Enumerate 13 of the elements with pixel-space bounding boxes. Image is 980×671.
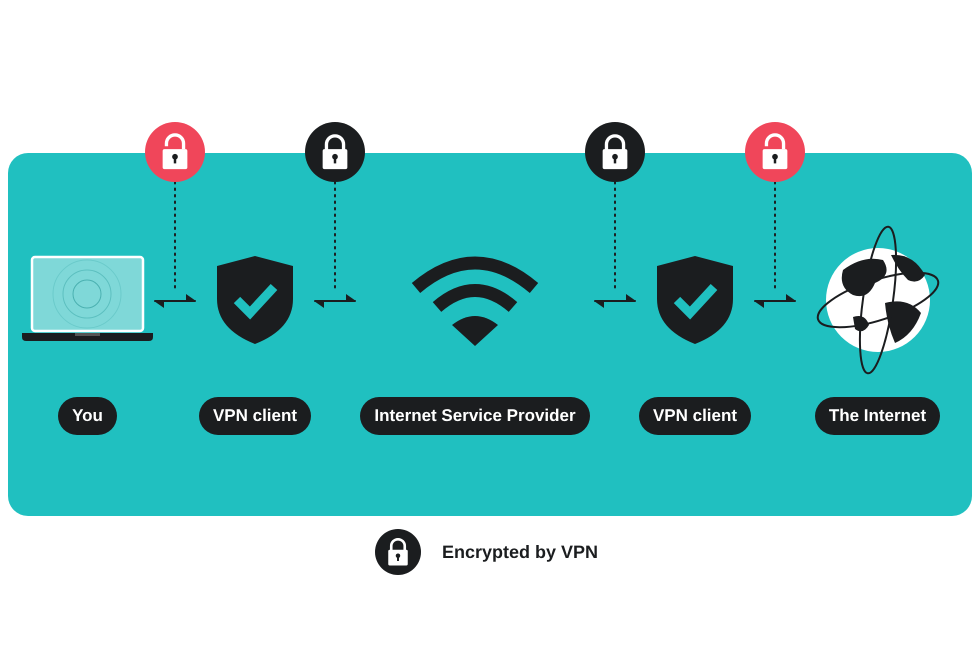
legend-label: Encrypted by VPN xyxy=(442,542,598,562)
node-label: VPN client xyxy=(638,397,752,435)
two-way-arrow xyxy=(754,294,796,308)
node-label: VPN client xyxy=(198,397,312,435)
leader-line xyxy=(334,181,336,291)
leader-line xyxy=(774,181,776,291)
two-way-arrow xyxy=(314,294,356,308)
leader-line xyxy=(174,181,176,291)
node-label: The Internet xyxy=(814,397,940,435)
two-way-arrow xyxy=(154,294,196,308)
two-way-arrow xyxy=(594,294,636,308)
node-label: Internet Service Provider xyxy=(360,397,590,435)
leader-line xyxy=(614,181,616,291)
